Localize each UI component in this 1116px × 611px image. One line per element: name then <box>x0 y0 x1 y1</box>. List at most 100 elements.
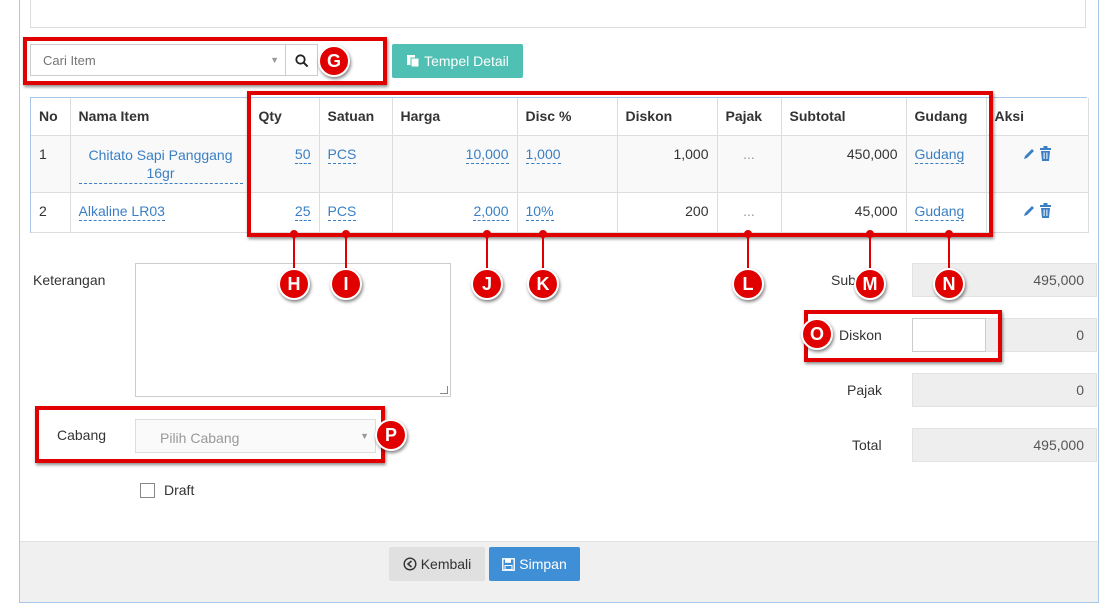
callout-j: J <box>471 268 503 300</box>
item-search-input[interactable] <box>31 45 261 75</box>
save-icon <box>502 557 516 571</box>
callout-p: P <box>375 419 407 451</box>
annotation-stem-i <box>345 233 347 271</box>
annotation-stem-j <box>486 233 488 271</box>
callout-n: N <box>933 268 965 300</box>
qty-editable[interactable]: 25 <box>294 202 311 221</box>
annotation-stem-k <box>542 233 544 271</box>
annotation-box-table-columns <box>247 91 993 237</box>
table-row: 1 Chitato Sapi Panggang 16gr 50 PCS 10,0… <box>31 135 1089 193</box>
harga-editable[interactable]: 2,000 <box>473 202 509 221</box>
gudang-editable[interactable]: Gudang <box>914 202 965 221</box>
annotation-stem-h <box>293 233 295 271</box>
col-header-disc-pct: Disc % <box>517 98 618 136</box>
resize-handle-icon[interactable] <box>440 386 448 394</box>
annotation-stem-m <box>869 233 871 271</box>
item-search-select[interactable]: ▼ <box>30 44 286 76</box>
callout-o: O <box>801 318 833 350</box>
annotation-box-o <box>804 310 1002 362</box>
search-button[interactable] <box>286 44 318 76</box>
col-header-aksi: Aksi <box>986 98 1089 136</box>
annotation-dot-k <box>539 230 547 238</box>
arrow-left-circle-icon <box>403 557 417 571</box>
annotation-dot-n <box>945 230 953 238</box>
subtotal-value: 450,000 <box>781 135 907 193</box>
callout-k: K <box>527 268 559 300</box>
kembali-button[interactable]: Kembali <box>389 547 485 581</box>
delete-row-button[interactable] <box>1039 202 1052 221</box>
col-header-no: No <box>31 98 71 136</box>
row-number: 1 <box>31 135 71 193</box>
tempel-detail-label: Tempel Detail <box>424 53 509 69</box>
callout-i: I <box>330 268 362 300</box>
top-text-field[interactable] <box>30 0 1086 28</box>
disc-pct-editable[interactable]: 1,000 <box>525 145 561 164</box>
diskon-label: Diskon <box>839 327 882 343</box>
item-name-link[interactable]: Chitato Sapi Panggang 16gr <box>78 146 243 184</box>
annotation-dot-j <box>483 230 491 238</box>
simpan-button[interactable]: Simpan <box>489 547 580 581</box>
cabang-label: Cabang <box>57 427 107 443</box>
annotation-dot-i <box>342 230 350 238</box>
col-header-gudang: Gudang <box>906 98 987 136</box>
subtotal-value: 45,000 <box>781 192 907 233</box>
annotation-box-p <box>35 406 385 463</box>
cabang-select[interactable]: Pilih Cabang ▼ <box>135 419 376 453</box>
pajak-field: 0 <box>912 373 1097 407</box>
callout-l: L <box>732 268 764 300</box>
search-icon <box>295 54 309 68</box>
pencil-icon <box>1023 205 1034 216</box>
keterangan-label: Keterangan <box>33 272 106 288</box>
col-header-nama-item: Nama Item <box>70 98 251 136</box>
col-header-harga: Harga <box>392 98 518 136</box>
dropdown-caret-icon: ▼ <box>360 431 369 441</box>
kembali-label: Kembali <box>420 556 472 572</box>
callout-h: H <box>278 268 310 300</box>
annotation-stem-l <box>747 233 749 271</box>
harga-editable[interactable]: 10,000 <box>465 145 509 164</box>
tempel-detail-button[interactable]: Tempel Detail <box>392 44 523 78</box>
draft-checkbox[interactable] <box>140 483 155 498</box>
callout-m: M <box>854 268 886 300</box>
diskon-value: 200 <box>617 192 718 233</box>
annotation-box-g <box>23 37 387 85</box>
col-header-diskon: Diskon <box>617 98 718 136</box>
paste-icon <box>407 55 420 68</box>
gudang-editable[interactable]: Gudang <box>914 145 965 164</box>
trash-icon <box>1040 202 1052 218</box>
qty-editable[interactable]: 50 <box>294 145 311 164</box>
edit-row-button[interactable] <box>1022 147 1036 164</box>
col-header-satuan: Satuan <box>319 98 393 136</box>
annotation-dot-l <box>744 230 752 238</box>
keterangan-textarea[interactable] <box>135 263 451 397</box>
col-header-subtotal: Subtotal <box>781 98 907 136</box>
edit-row-button[interactable] <box>1022 204 1036 221</box>
annotation-stem-n <box>948 233 950 271</box>
draft-label: Draft <box>164 482 195 498</box>
pajak-editable[interactable]: ... <box>717 192 782 233</box>
pajak-editable[interactable]: ... <box>717 135 782 193</box>
diskon-value: 1,000 <box>617 135 718 193</box>
total-label: Total <box>852 437 882 453</box>
callout-g: G <box>318 45 350 77</box>
table-header-row: No Nama Item Qty Satuan Harga Disc % Dis… <box>31 98 1089 136</box>
satuan-editable[interactable]: PCS <box>327 145 357 164</box>
annotation-dot-m <box>866 230 874 238</box>
subtotal-label: Sub <box>831 272 856 288</box>
trash-icon <box>1040 145 1052 161</box>
pencil-icon <box>1023 148 1034 159</box>
dropdown-caret-icon: ▼ <box>270 55 279 65</box>
disc-pct-editable[interactable]: 10% <box>525 202 554 221</box>
pajak-label: Pajak <box>847 382 883 398</box>
simpan-label: Simpan <box>519 556 567 572</box>
col-header-qty: Qty <box>250 98 320 136</box>
diskon-input[interactable] <box>912 318 986 352</box>
delete-row-button[interactable] <box>1039 145 1052 164</box>
annotation-dot-h <box>290 230 298 238</box>
item-name-link[interactable]: Alkaline LR03 <box>78 202 165 221</box>
total-field: 495,000 <box>912 428 1097 462</box>
satuan-editable[interactable]: PCS <box>327 202 357 221</box>
col-header-pajak: Pajak <box>717 98 782 136</box>
row-number: 2 <box>31 192 71 233</box>
cabang-placeholder: Pilih Cabang <box>160 430 240 446</box>
